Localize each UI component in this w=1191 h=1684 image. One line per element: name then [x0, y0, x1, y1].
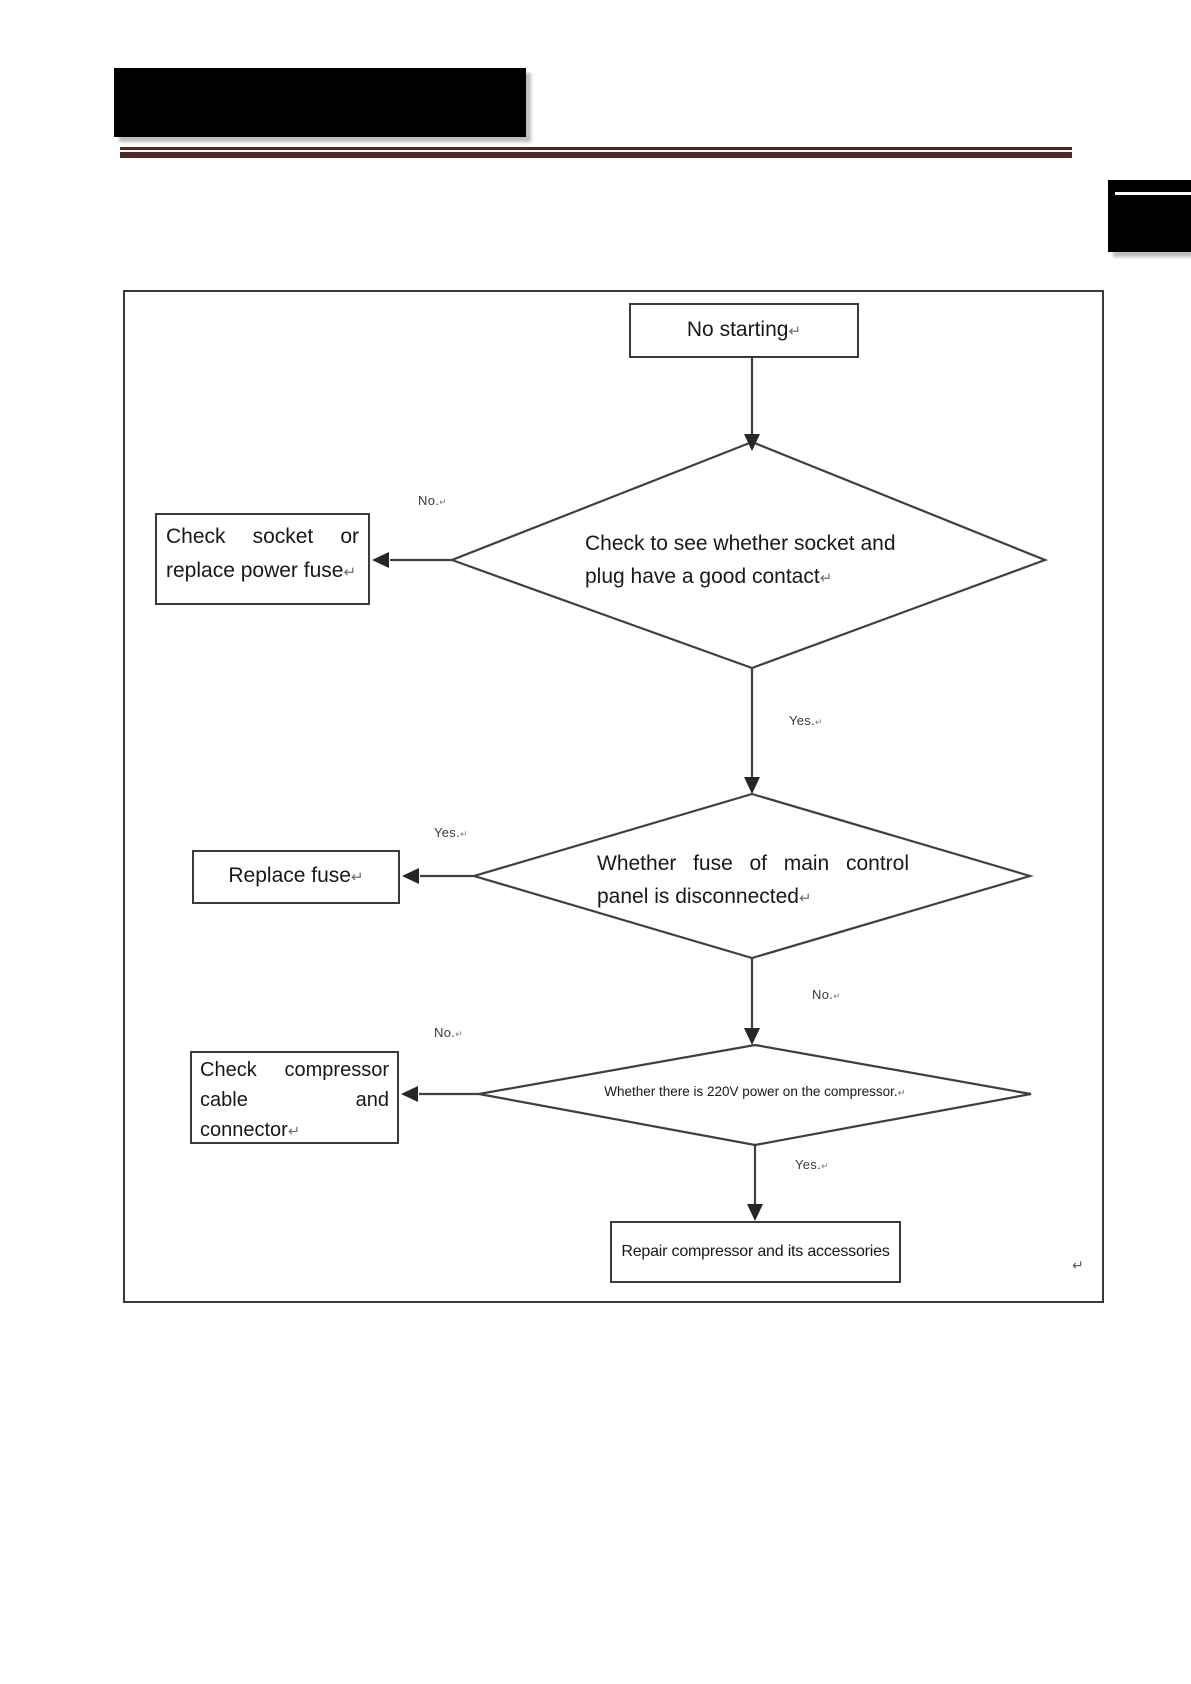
node-action-cable: Check compressor cable and connector↵ [190, 1051, 399, 1144]
return-mark: ↵ [439, 497, 447, 507]
redacted-corner-block [1108, 180, 1191, 252]
redaction-streak [1115, 192, 1191, 195]
redacted-logo-block [114, 68, 526, 137]
return-mark: ↵ [897, 1088, 906, 1099]
node-decision-power-text: Whether there is 220V power on the compr… [604, 1084, 906, 1102]
return-mark: ↵ [821, 1161, 829, 1171]
node-start: No starting↵ [629, 303, 859, 358]
return-mark: ↵ [287, 1124, 300, 1140]
edge-label-text: No. [434, 1025, 456, 1040]
decision-fuse-line2: panel is disconnected [597, 885, 799, 908]
return-mark: ↵ [455, 1029, 463, 1039]
edge-label-text: No. [418, 493, 440, 508]
edge-label-no-fuse: No.↵ [812, 987, 841, 1002]
return-mark: ↵ [819, 570, 833, 587]
arrowhead-left-2 [402, 868, 419, 884]
action-cable-line3: connector [200, 1119, 288, 1141]
action-socket-line2: replace power fuse [166, 559, 344, 582]
paragraph-return-mark: ↵ [1072, 1257, 1084, 1273]
action-cable-line2: cable and [200, 1089, 389, 1111]
return-mark: ↵ [798, 890, 812, 907]
arrowhead-down-1 [744, 434, 760, 451]
edge-label-no-power: No.↵ [434, 1025, 463, 1040]
return-mark: ↵ [833, 991, 841, 1001]
return-mark: ↵ [788, 322, 802, 340]
flowchart-frame: No starting↵ Check to see whether socket… [123, 290, 1104, 1303]
edge-label-text: Yes. [789, 713, 816, 728]
return-mark: ↵ [350, 869, 364, 886]
action-socket-line1: Check socket or [166, 525, 359, 548]
edge-label-yes-socket: Yes.↵ [789, 713, 823, 728]
arrowhead-down-4 [747, 1204, 763, 1221]
return-mark: ↵ [815, 717, 823, 727]
node-action-socket: Check socket or replace power fuse↵ [155, 513, 370, 605]
node-decision-fuse-text: Whether fuse of main control panel is di… [597, 847, 909, 915]
node-action-repair: Repair compressor and its accessories [610, 1221, 901, 1283]
node-action-fuse: Replace fuse↵ [192, 850, 400, 904]
decision-fuse-line1: Whether fuse of main control [597, 852, 909, 875]
action-cable-line1: Check compressor [200, 1059, 389, 1081]
edge-label-no-socket: No.↵ [418, 493, 447, 508]
arrowhead-down-3 [744, 1028, 760, 1045]
header-rule-thick [120, 152, 1072, 158]
edge-label-text: Yes. [795, 1157, 822, 1172]
flowchart-connectors [372, 358, 1049, 1221]
arrowhead-down-2 [744, 777, 760, 794]
return-mark: ↵ [460, 829, 468, 839]
arrowhead-left-3 [401, 1086, 418, 1102]
edge-label-text: Yes. [434, 825, 461, 840]
action-repair-label: Repair compressor and its accessories [621, 1243, 890, 1260]
edge-label-text: No. [812, 987, 834, 1002]
decision-socket-line2: plug have a good contact [585, 565, 820, 588]
arrowhead-left-1 [372, 552, 389, 568]
action-fuse-label: Replace fuse [228, 864, 351, 887]
decision-socket-line1: Check to see whether socket and [585, 532, 896, 555]
edge-label-yes-fuse: Yes.↵ [434, 825, 468, 840]
return-mark: ↵ [343, 564, 357, 581]
edge-label-yes-power: Yes.↵ [795, 1157, 829, 1172]
decision-power-label: Whether there is 220V power on the compr… [604, 1084, 898, 1099]
node-start-label: No starting [686, 317, 789, 341]
header-rule-thin [120, 147, 1072, 150]
node-decision-socket-text: Check to see whether socket and plug hav… [585, 527, 896, 595]
